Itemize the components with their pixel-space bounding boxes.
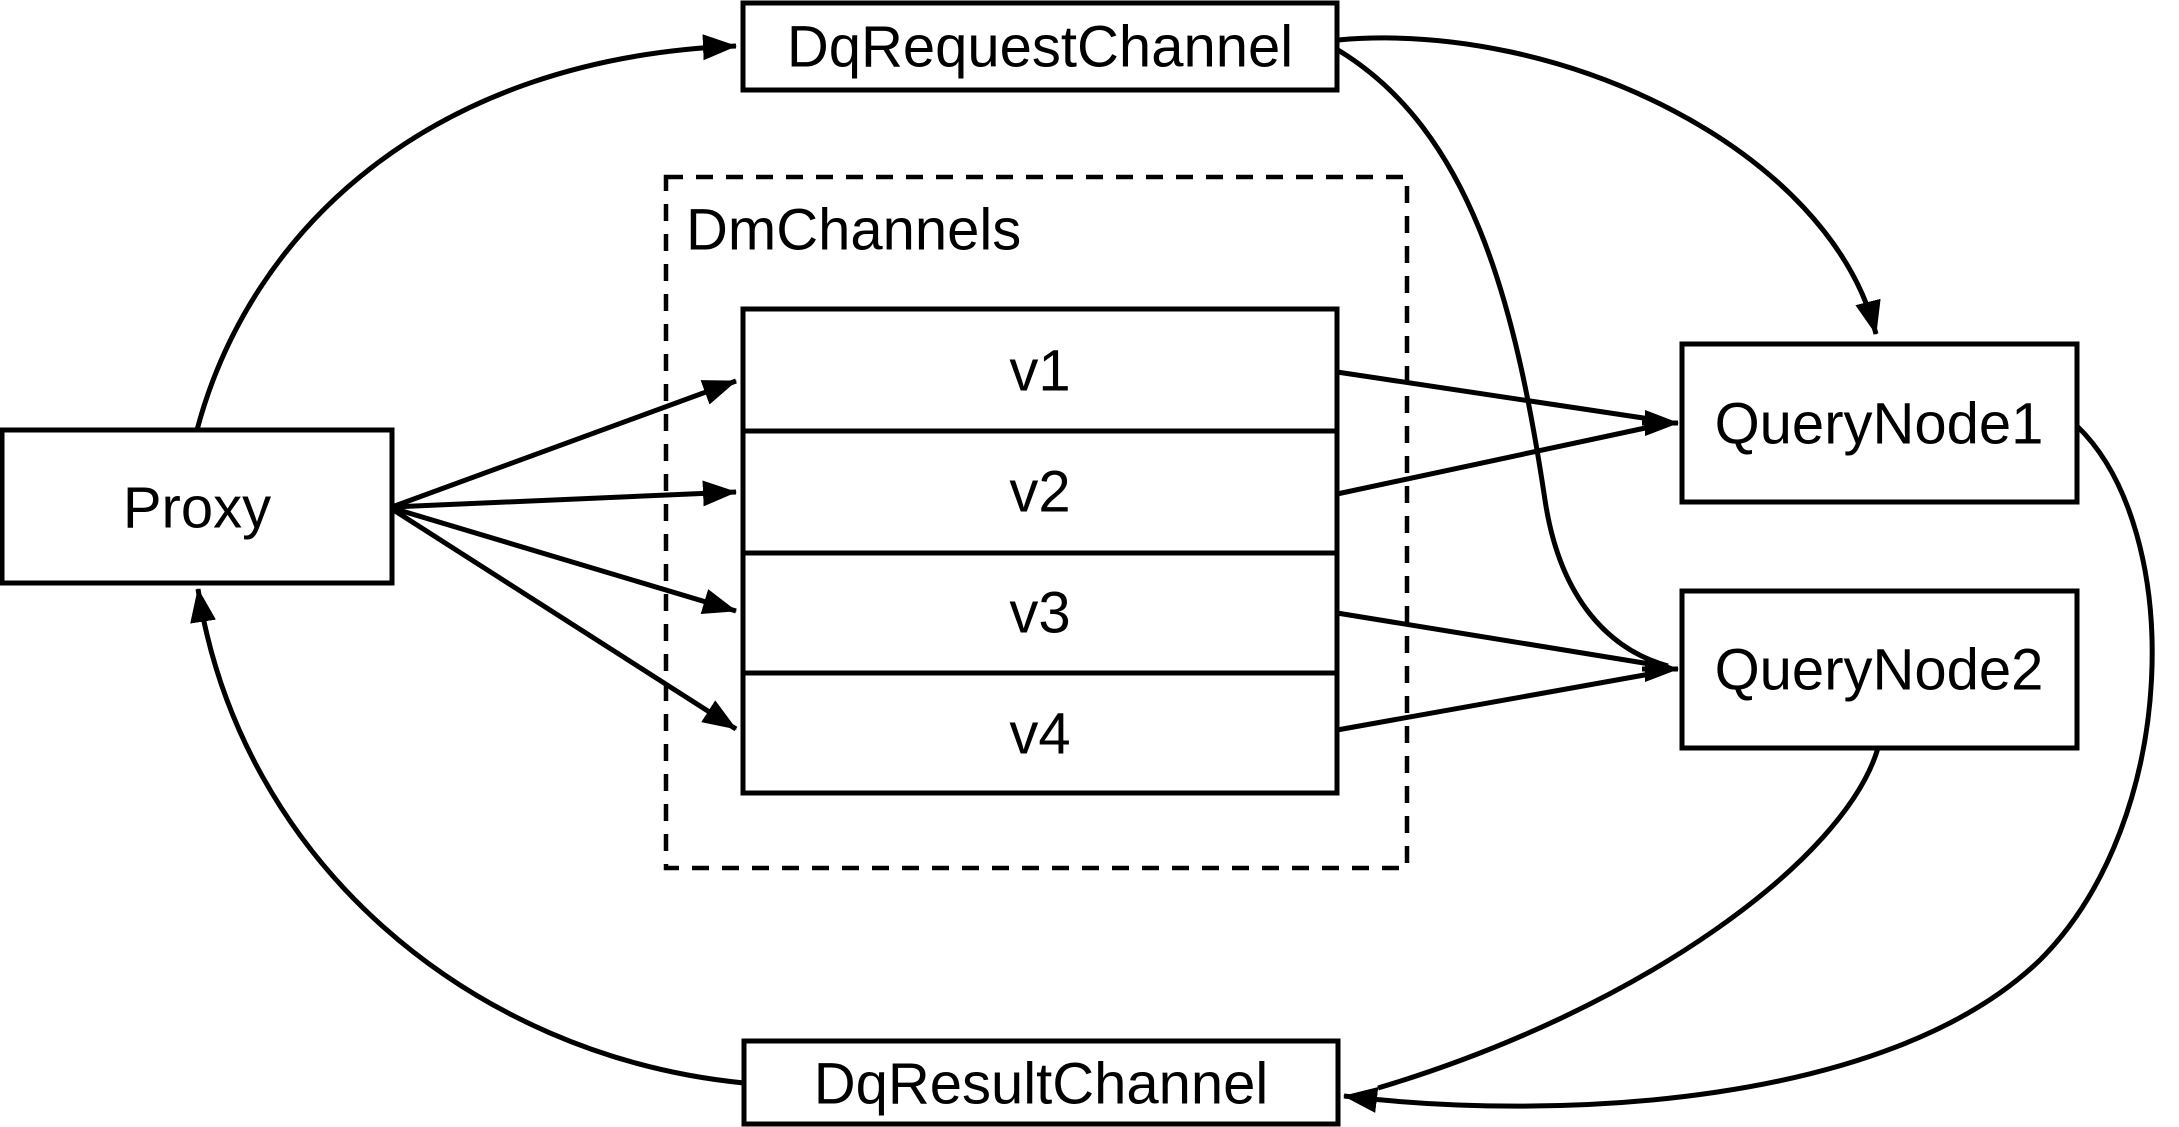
edge-proxy-to-v4: [390, 506, 738, 732]
query-node-1: [1679, 341, 2080, 505]
channel-v1-label: v1: [1009, 339, 1070, 404]
edge-dq-request-channel-to-query-node-2: [1336, 47, 1669, 669]
dq-result-channel-label: DqResultChannel: [814, 1052, 1269, 1117]
dq-request-channel-node: [740, 0, 1340, 93]
edge-proxy-to-dq-request-channel: [194, 34, 737, 431]
dq-request-channel-label: DqRequestChannel: [787, 15, 1293, 80]
edge-proxy-to-v2: [391, 480, 737, 510]
dq-result-channel-node: [741, 1038, 1341, 1127]
channel-v2-label: v2: [1009, 460, 1070, 525]
edge-dq-request-channel-to-query-node-1: [1337, 35, 1881, 335]
dm-channels-label: DmChannels: [686, 198, 1021, 263]
proxy-node: [0, 427, 395, 586]
dm-channels-dashed-border: [663, 174, 1410, 871]
edge-v3-to-query-node-2: [1336, 610, 1651, 667]
edge-proxy-to-v3: [391, 505, 737, 614]
edge-v4-to-query-node-2: [1336, 671, 1651, 733]
edge-v1-to-query-node-1: [1336, 369, 1651, 422]
edge-dq-result-channel-to-proxy: [190, 588, 745, 1086]
query-node-1-label: QueryNode1: [1715, 392, 2044, 457]
channel-v3-label: v3: [1009, 581, 1070, 646]
channel-v4-label: v4: [1009, 702, 1070, 767]
edges-layer: [190, 34, 2155, 1113]
edge-query-node-1-to-dq-result-channel: [1343, 424, 2155, 1113]
edge-v2-to-query-node-1: [1336, 424, 1651, 497]
nodes-layer: Proxy DqRequestChannel v1 v2 v3 v4 Query…: [0, 0, 2080, 1127]
proxy-label: Proxy: [123, 476, 271, 541]
query-node-2-label: QueryNode2: [1715, 638, 2044, 703]
dm-channels-group: DmChannels: [663, 174, 1410, 871]
edge-proxy-to-v1: [391, 378, 737, 510]
edge-query-node-2-to-dq-result-channel: [1377, 747, 1881, 1091]
query-node-2: [1679, 588, 2080, 751]
